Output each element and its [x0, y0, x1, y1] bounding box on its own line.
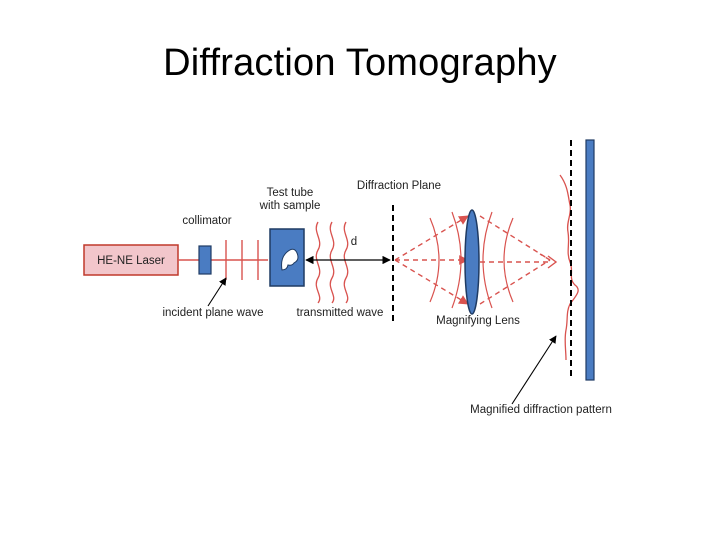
- laser-label: HE-NE Laser: [97, 255, 165, 267]
- incident-wavefronts: [225, 240, 259, 280]
- test-tube-label-line1: Test tube: [267, 187, 314, 199]
- diverging-rays: [394, 215, 469, 305]
- transmitted-wave-label: transmitted wave: [297, 307, 384, 319]
- diffraction-plane-label: Diffraction Plane: [357, 180, 441, 192]
- converging-rays: [479, 215, 551, 305]
- magnifying-lens: [464, 209, 480, 315]
- sample-shape: [281, 248, 299, 271]
- incident-wave-pointer: [207, 277, 227, 307]
- test-tube-label-line2: with sample: [259, 200, 321, 212]
- collimator: [198, 245, 212, 275]
- incident-wave-label: incident plane wave: [162, 307, 263, 319]
- magnified-pattern-label: Magnified diffraction pattern: [470, 404, 612, 416]
- magnifying-lens-label: Magnifying Lens: [436, 315, 520, 327]
- screen: [585, 139, 595, 381]
- page-title: Diffraction Tomography: [163, 42, 557, 84]
- magnified-pattern-curve: [559, 174, 579, 361]
- spherical-wavefronts-left: [429, 211, 462, 309]
- collimator-label: collimator: [182, 215, 231, 227]
- pattern-pointer: [511, 335, 557, 405]
- test-tube: [269, 228, 305, 287]
- transmitted-wavefronts: [315, 221, 349, 304]
- spherical-wavefronts-right: [482, 211, 514, 309]
- laser-source: HE-NE Laser: [83, 244, 179, 276]
- distance-label: d: [351, 236, 357, 248]
